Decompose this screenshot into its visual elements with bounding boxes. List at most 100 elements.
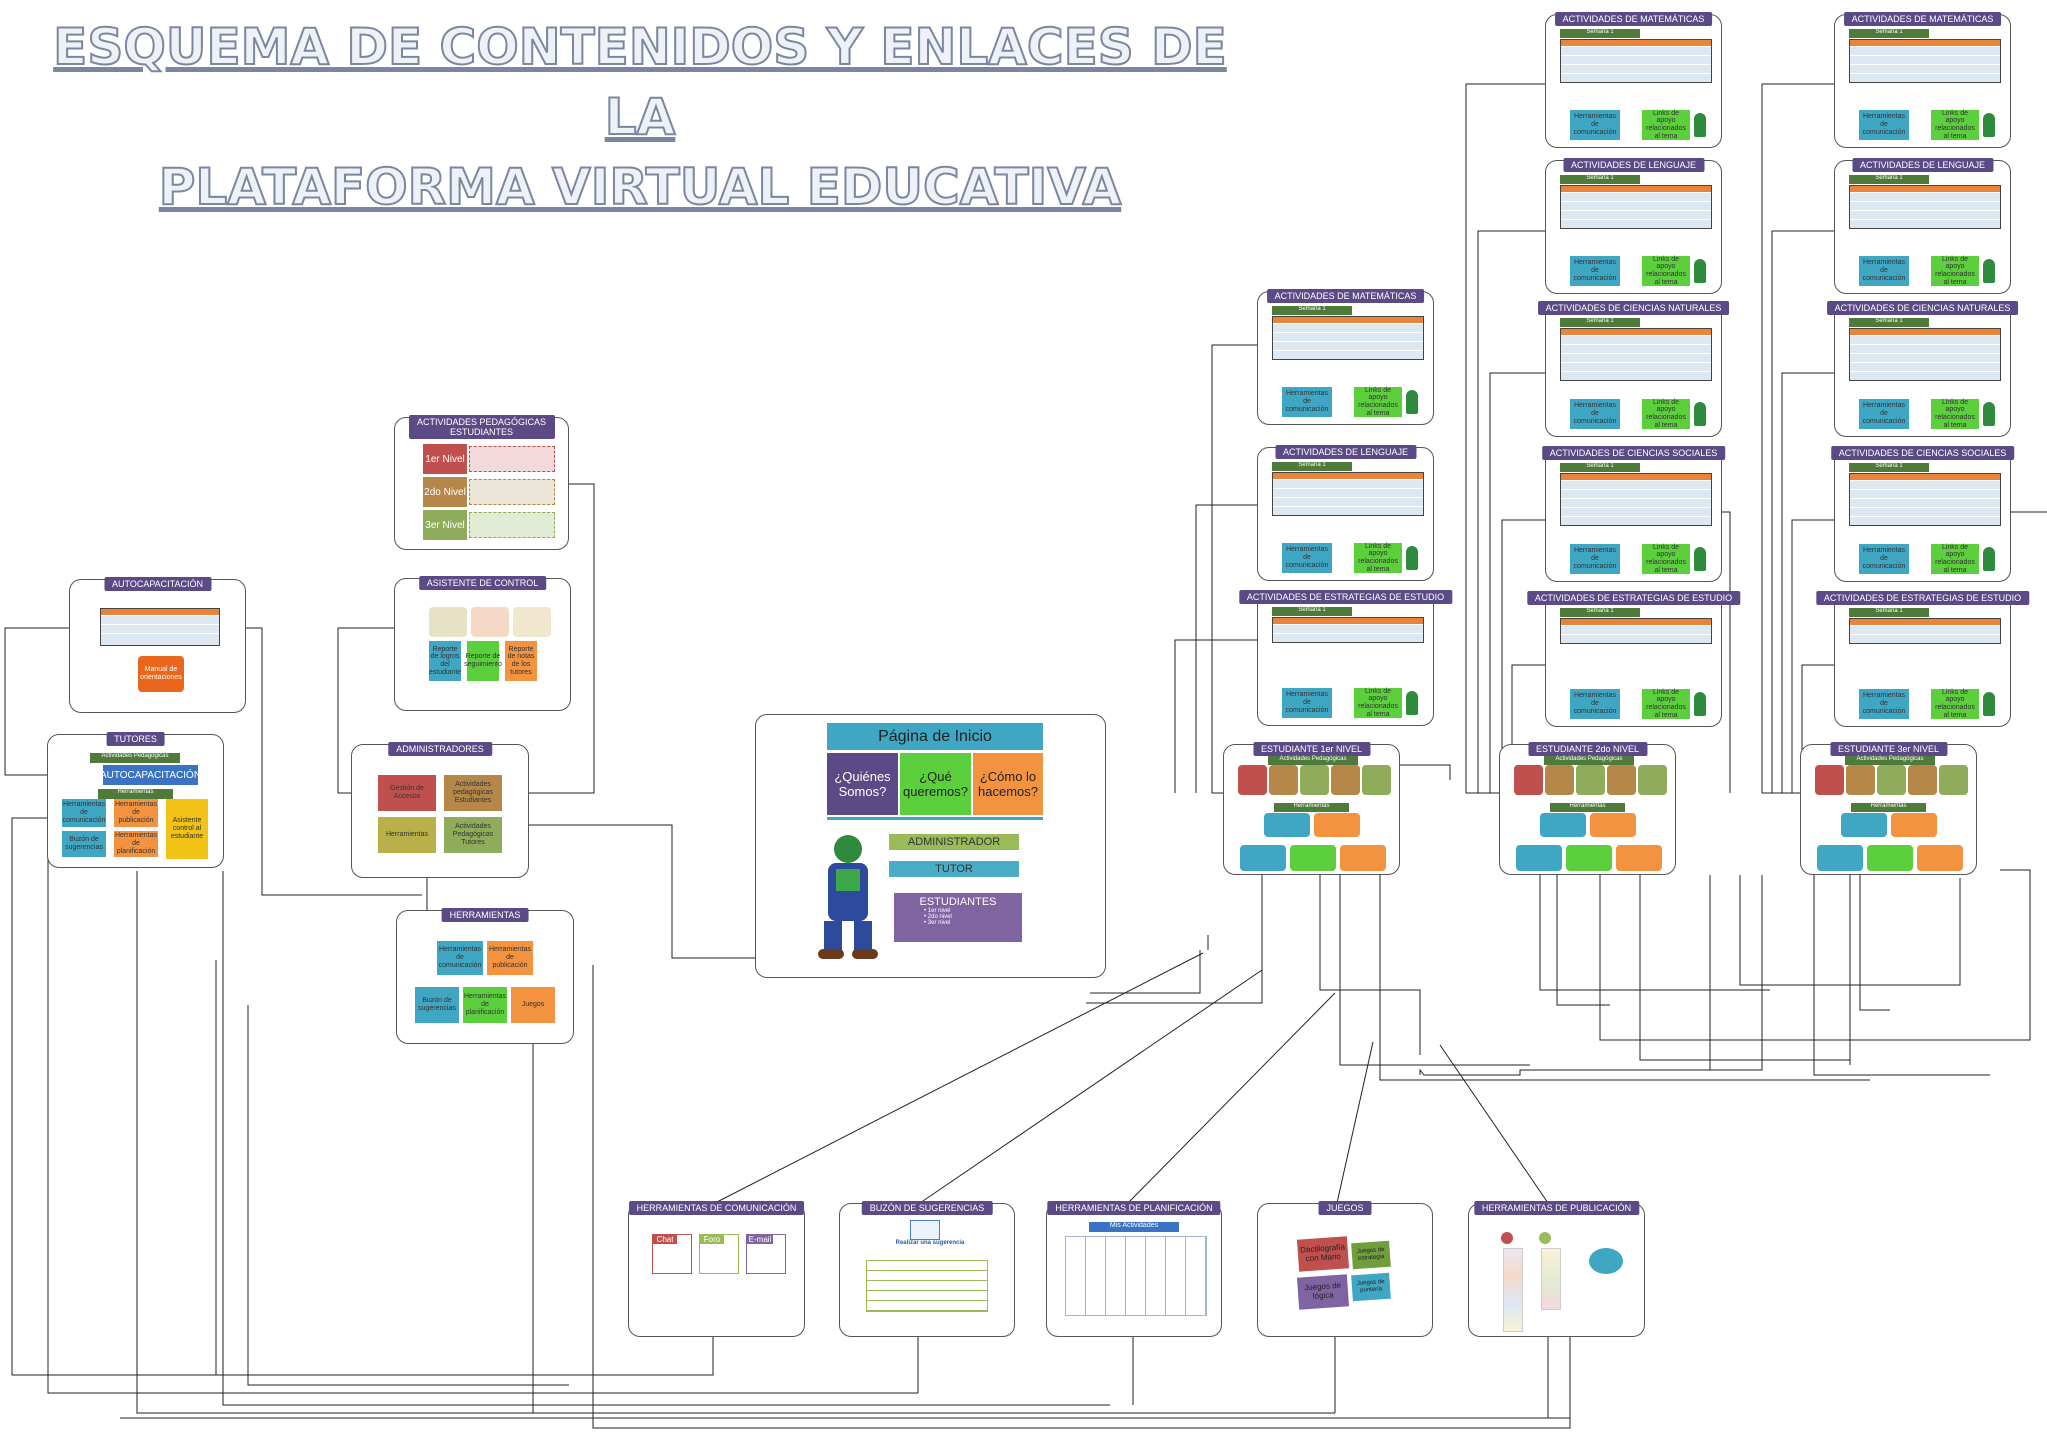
subject-chip[interactable] — [1576, 765, 1605, 795]
herramientas-card[interactable]: HERRAMIENTAS Herramientas de comunicació… — [396, 908, 574, 1044]
subject-chip[interactable] — [1362, 765, 1391, 795]
comm-tile[interactable]: Herramientas de comunicación — [1859, 256, 1909, 286]
student-juegos-tile[interactable] — [1917, 845, 1963, 871]
links-tile[interactable]: Links de apoyo relacionados al tema — [1354, 688, 1402, 718]
que-queremos-button[interactable]: ¿Qué queremos? — [900, 753, 971, 815]
admin-pedag-tut-tile[interactable]: Actividades Pedagógicas Tutores — [444, 817, 502, 853]
tutor-button[interactable]: TUTOR — [889, 861, 1019, 877]
comm-tile[interactable]: Herramientas de comunicación — [1859, 110, 1909, 140]
student-plan-tile[interactable] — [1566, 845, 1612, 871]
comm-tile[interactable]: Herramientas de comunicación — [1570, 544, 1620, 574]
activity-card-cn[interactable]: ACTIVIDADES DE CIENCIAS NATURALES Semana… — [1537, 301, 1730, 437]
foro-panel[interactable]: Foro — [699, 1234, 739, 1274]
administradores-card[interactable]: ADMINISTRADORES Gestión de Accesos Activ… — [351, 742, 529, 878]
level-1-tile[interactable]: 1er Nivel — [423, 444, 467, 474]
herr-plan-tile[interactable]: Herramientas de planificación — [463, 987, 507, 1023]
subject-chip[interactable] — [1607, 765, 1636, 795]
comm-tile[interactable]: Herramientas de comunicación — [1859, 399, 1909, 429]
administrador-button[interactable]: ADMINISTRADOR — [889, 834, 1019, 850]
juego-logica-tile[interactable]: Juegos de lógica — [1296, 1274, 1350, 1310]
student-buzon-tile[interactable] — [1516, 845, 1562, 871]
estudiantes-button[interactable]: ESTUDIANTES • 1er nivel • 2do nivel • 3e… — [894, 893, 1022, 942]
buzon-card[interactable]: BUZÓN DE SUGERENCIAS Realizar una sugere… — [839, 1201, 1015, 1337]
asistente-card[interactable]: ASISTENTE DE CONTROL Reporte de logros d… — [394, 576, 571, 711]
activity-card-mat[interactable]: ACTIVIDADES DE MATEMÁTICAS Semana 1 Herr… — [1834, 12, 2011, 148]
juego-estrategia-tile[interactable]: Juegos de estrategia — [1351, 1240, 1391, 1270]
tutor-plan-tile[interactable]: Herramientas de planificación — [114, 831, 158, 857]
pagina-inicio-card[interactable]: Página de Inicio ¿Quiénes Somos? ¿Qué qu… — [755, 714, 1106, 978]
subject-chip[interactable] — [1638, 765, 1667, 795]
links-tile[interactable]: Links de apoyo relacionados al tema — [1642, 110, 1690, 140]
links-tile[interactable]: Links de apoyo relacionados al tema — [1931, 110, 1979, 140]
activity-card-mat[interactable]: ACTIVIDADES DE MATEMÁTICAS Semana 1 Herr… — [1545, 12, 1722, 148]
student-comm-tile[interactable] — [1264, 813, 1310, 837]
subject-chip[interactable] — [1331, 765, 1360, 795]
juego-dactilografia-tile[interactable]: Dactilografía con Mario — [1296, 1236, 1350, 1272]
asistente-tile-2[interactable]: Reporte de seguimiento — [464, 641, 502, 681]
links-tile[interactable]: Links de apoyo relacionados al tema — [1642, 544, 1690, 574]
subject-chip[interactable] — [1514, 765, 1543, 795]
subject-chip[interactable] — [1545, 765, 1574, 795]
subject-chip[interactable] — [1908, 765, 1937, 795]
chat-panel[interactable]: Chat — [652, 1234, 692, 1274]
tutor-buzon-tile[interactable]: Buzón de sugerencias — [62, 831, 106, 857]
comm-tile[interactable]: Herramientas de comunicación — [1570, 110, 1620, 140]
links-tile[interactable]: Links de apoyo relacionados al tema — [1931, 399, 1979, 429]
comm-tile[interactable]: Herramientas de comunicación — [1859, 689, 1909, 719]
herr-juegos-tile[interactable]: Juegos — [511, 987, 555, 1023]
subject-chip[interactable] — [1877, 765, 1906, 795]
student-level-1-card[interactable]: ESTUDIANTE 1er NIVEL Actividades Pedagóg… — [1223, 742, 1400, 875]
subject-chip[interactable] — [1939, 765, 1968, 795]
student-pub-tile[interactable] — [1891, 813, 1937, 837]
level-2-tile[interactable]: 2do Nivel — [423, 477, 467, 507]
activity-card-mat[interactable]: ACTIVIDADES DE MATEMÁTICAS Semana 1 Herr… — [1257, 289, 1434, 425]
links-tile[interactable]: Links de apoyo relacionados al tema — [1931, 544, 1979, 574]
subject-chip[interactable] — [1815, 765, 1844, 795]
student-juegos-tile[interactable] — [1616, 845, 1662, 871]
links-tile[interactable]: Links de apoyo relacionados al tema — [1354, 543, 1402, 573]
herr-pub-tile[interactable]: Herramientas de publicación — [487, 941, 533, 975]
student-comm-tile[interactable] — [1841, 813, 1887, 837]
juegos-card[interactable]: JUEGOS Dactilografía con Mario Juegos de… — [1257, 1201, 1433, 1337]
tutor-pub-tile[interactable]: Herramientas de publicación — [114, 799, 158, 827]
tutor-asist-tile[interactable]: Asistente control al estudiante — [166, 799, 208, 859]
autocapacitacion-card[interactable]: AUTOCAPACITACIÓN Manual de orientaciones — [69, 577, 246, 713]
student-pub-tile[interactable] — [1590, 813, 1636, 837]
quienes-somos-button[interactable]: ¿Quiénes Somos? — [827, 753, 898, 815]
level-3-tile[interactable]: 3er Nivel — [423, 510, 467, 540]
activity-card-len[interactable]: ACTIVIDADES DE LENGUAJE Semana 1 Herrami… — [1545, 158, 1722, 294]
student-level-3-card[interactable]: ESTUDIANTE 3er NIVEL Actividades Pedagóg… — [1800, 742, 1977, 875]
admin-pedag-est-tile[interactable]: Actividades pedagógicas Estudiantes — [444, 775, 502, 811]
comm-tile[interactable]: Herramientas de comunicación — [1282, 688, 1332, 718]
herr-comm-tile[interactable]: Herramientas de comunicación — [437, 941, 483, 975]
autocapacitacion-button[interactable]: AUTOCAPACITACIÓN — [100, 765, 201, 785]
tutores-card[interactable]: TUTORES Actividades Pedagógicas AUTOCAPA… — [47, 732, 224, 868]
comm-tile[interactable]: Herramientas de comunicación — [1570, 399, 1620, 429]
activity-card-len[interactable]: ACTIVIDADES DE LENGUAJE Semana 1 Herrami… — [1257, 445, 1434, 581]
activity-card-cs[interactable]: ACTIVIDADES DE CIENCIAS SOCIALES Semana … — [1541, 446, 1726, 582]
como-lo-hacemos-button[interactable]: ¿Cómo lo hacemos? — [973, 753, 1043, 815]
activity-card-ee[interactable]: ACTIVIDADES DE ESTRATEGIAS DE ESTUDIO Se… — [1238, 590, 1453, 726]
activity-card-ee[interactable]: ACTIVIDADES DE ESTRATEGIAS DE ESTUDIO Se… — [1815, 591, 2030, 727]
subject-chip[interactable] — [1269, 765, 1298, 795]
activity-card-cs[interactable]: ACTIVIDADES DE CIENCIAS SOCIALES Semana … — [1830, 446, 2015, 582]
comm-tile[interactable]: Herramientas de comunicación — [1282, 387, 1332, 417]
student-juegos-tile[interactable] — [1340, 845, 1386, 871]
comunicacion-card[interactable]: HERRAMIENTAS DE COMUNICACIÓN Chat Foro E… — [628, 1201, 805, 1337]
publicacion-card[interactable]: HERRAMIENTAS DE PUBLICACIÓN — [1468, 1201, 1645, 1337]
email-panel[interactable]: E-mail — [746, 1234, 786, 1274]
links-tile[interactable]: Links de apoyo relacionados al tema — [1354, 387, 1402, 417]
student-plan-tile[interactable] — [1867, 845, 1913, 871]
juego-punteria-tile[interactable]: Juegos de puntería — [1351, 1272, 1391, 1302]
activity-card-len[interactable]: ACTIVIDADES DE LENGUAJE Semana 1 Herrami… — [1834, 158, 2011, 294]
student-buzon-tile[interactable] — [1817, 845, 1863, 871]
comm-tile[interactable]: Herramientas de comunicación — [1859, 544, 1909, 574]
manual-tile[interactable]: Manual de orientaciones — [138, 656, 184, 692]
herr-buzon-tile[interactable]: Buzón de sugerencias — [415, 987, 459, 1023]
links-tile[interactable]: Links de apoyo relacionados al tema — [1642, 399, 1690, 429]
subject-chip[interactable] — [1238, 765, 1267, 795]
asistente-tile-3[interactable]: Reporte de notas de los tutores — [505, 641, 537, 681]
student-level-2-card[interactable]: ESTUDIANTE 2do NIVEL Actividades Pedagóg… — [1499, 742, 1676, 875]
links-tile[interactable]: Links de apoyo relacionados al tema — [1642, 256, 1690, 286]
admin-accesos-tile[interactable]: Gestión de Accesos — [378, 775, 436, 811]
